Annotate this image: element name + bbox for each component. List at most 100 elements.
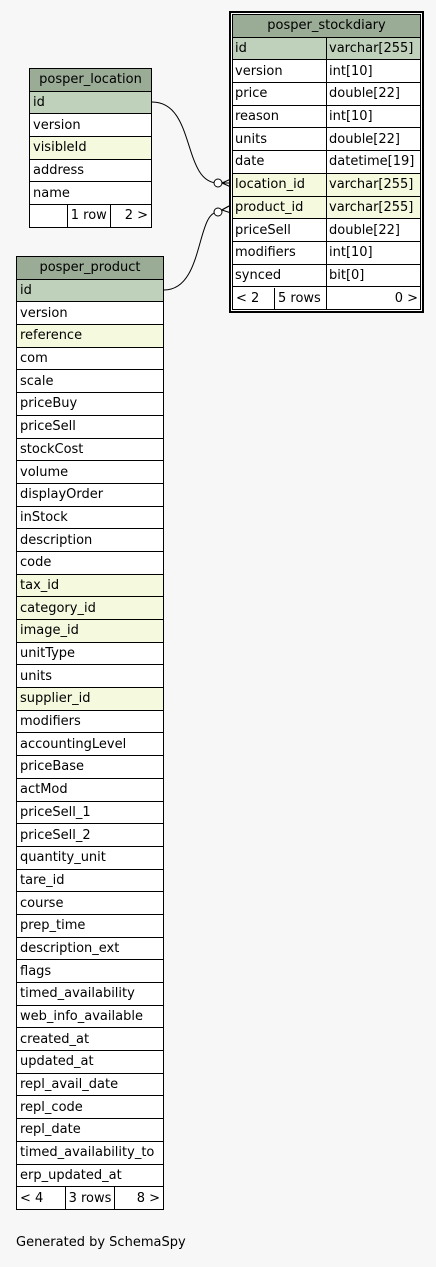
column-row[interactable]: image_id <box>16 619 164 643</box>
column-name: date <box>232 150 327 174</box>
column-row[interactable]: repl_avail_date <box>16 1072 164 1097</box>
column-row[interactable]: id <box>16 278 164 303</box>
parent-count: < 4 <box>16 1186 66 1210</box>
column-row[interactable]: description_ext <box>16 936 164 961</box>
column-row[interactable]: id <box>29 90 152 115</box>
product-relationship-line <box>163 205 230 291</box>
column-row[interactable]: priceSell <box>16 414 164 439</box>
table-header-row[interactable]: posper_location <box>29 68 152 92</box>
column-name: com <box>16 346 164 371</box>
parent-count <box>29 204 68 228</box>
column-row[interactable]: description <box>16 528 164 552</box>
column-type: int[10] <box>326 240 421 265</box>
table-name[interactable]: posper_stockdiary <box>232 14 421 38</box>
column-name: accountingLevel <box>16 732 164 757</box>
column-row[interactable]: supplier_id <box>16 687 164 711</box>
column-row[interactable]: repl_date <box>16 1118 164 1142</box>
column-row[interactable]: flags <box>16 959 164 983</box>
column-name: tax_id <box>16 573 164 598</box>
column-row[interactable]: name <box>29 181 152 206</box>
table-name[interactable]: posper_product <box>16 256 164 280</box>
column-row[interactable]: repl_code <box>16 1095 164 1120</box>
column-name: supplier_id <box>16 687 164 711</box>
column-name: course <box>16 891 164 915</box>
column-row[interactable]: visibleId <box>29 136 152 160</box>
column-name: priceSell <box>232 218 327 242</box>
column-name: product_id <box>232 195 327 220</box>
column-row[interactable]: address <box>29 158 152 183</box>
column-row[interactable]: priceSell_1 <box>16 800 164 825</box>
column-row[interactable]: code <box>16 550 164 575</box>
column-row[interactable]: displayOrder <box>16 482 164 507</box>
column-row[interactable]: web_info_available <box>16 1004 164 1029</box>
column-name: inStock <box>16 505 164 530</box>
column-type: varchar[255] <box>326 195 421 220</box>
column-name: displayOrder <box>16 482 164 507</box>
product-crowfoot-marker <box>213 207 223 217</box>
column-row[interactable]: tare_id <box>16 868 164 893</box>
column-name: updated_at <box>16 1050 164 1074</box>
column-name: modifiers <box>16 709 164 734</box>
table-name[interactable]: posper_location <box>29 68 152 92</box>
column-name: synced <box>232 263 327 288</box>
column-name: flags <box>16 959 164 983</box>
table-header-row[interactable]: posper_product <box>16 256 164 280</box>
column-row[interactable]: com <box>16 346 164 371</box>
column-row[interactable]: accountingLevel <box>16 732 164 757</box>
child-count: 0 > <box>326 286 421 310</box>
column-name: stockCost <box>16 437 164 462</box>
column-row[interactable]: volume <box>16 460 164 484</box>
column-name: scale <box>16 369 164 394</box>
location-crowfoot-marker <box>213 178 223 188</box>
column-row[interactable]: timed_availability_to <box>16 1140 164 1165</box>
column-name: tare_id <box>16 868 164 893</box>
column-name: price <box>232 82 327 106</box>
column-name: reference <box>16 324 164 348</box>
column-row[interactable]: tax_id <box>16 573 164 598</box>
column-row[interactable]: prep_time <box>16 913 164 938</box>
column-row[interactable]: inStock <box>16 505 164 530</box>
column-row[interactable]: stockCost <box>16 437 164 462</box>
column-row[interactable]: updated_at <box>16 1050 164 1074</box>
column-row[interactable]: units <box>16 664 164 689</box>
column-name: modifiers <box>232 240 327 265</box>
column-row[interactable]: unitType <box>16 641 164 666</box>
generated-by-footer: Generated by SchemaSpy <box>16 1235 186 1250</box>
column-row[interactable]: course <box>16 891 164 915</box>
column-row[interactable]: category_id <box>16 596 164 620</box>
column-row[interactable]: priceSell_2 <box>16 823 164 847</box>
column-name: version <box>16 301 164 326</box>
column-row[interactable]: scale <box>16 369 164 394</box>
table-header-row[interactable]: posper_stockdiary <box>232 14 421 38</box>
column-row[interactable]: quantity_unit <box>16 845 164 870</box>
column-row[interactable]: reference <box>16 324 164 348</box>
column-row[interactable]: version <box>29 113 152 138</box>
column-row[interactable]: erp_updated_at <box>16 1163 164 1188</box>
column-row[interactable]: version <box>16 301 164 326</box>
column-row[interactable]: timed_availability <box>16 982 164 1006</box>
column-row[interactable]: modifiers <box>16 709 164 734</box>
row-count: 1 row <box>66 204 111 228</box>
column-row[interactable]: priceBuy <box>16 392 164 416</box>
column-row[interactable]: created_at <box>16 1027 164 1052</box>
column-name: priceBuy <box>16 392 164 416</box>
column-row[interactable]: actMod <box>16 777 164 802</box>
column-row[interactable]: priceBase <box>16 755 164 779</box>
